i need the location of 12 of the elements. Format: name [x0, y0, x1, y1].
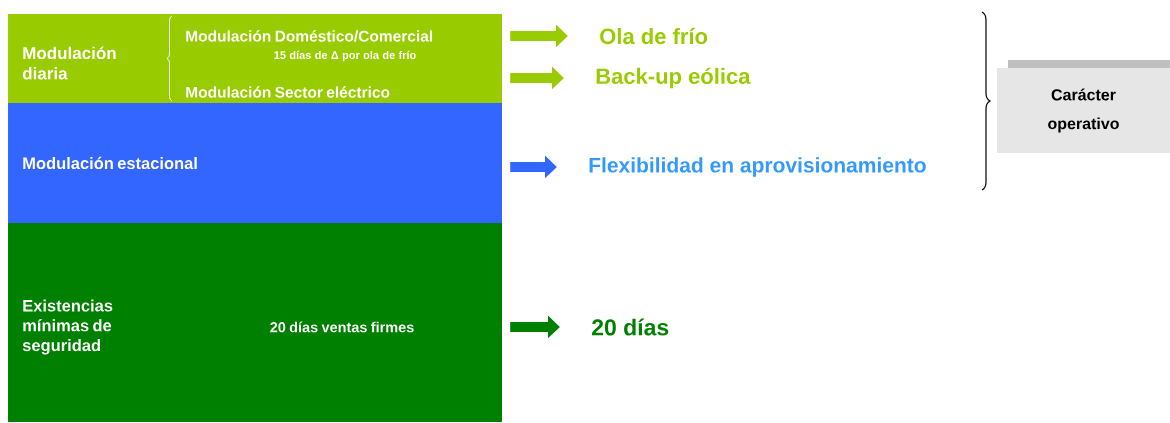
result-label: 20 días: [592, 318, 669, 336]
result-label: Ola de frío: [600, 27, 708, 45]
band: Modulación diaria Modulación Doméstico/Comercial 15 días de Δ por ola de frío Modulación Sector eléctrico: [8, 14, 502, 103]
label-box: Carácter operativo: [997, 60, 1170, 153]
node-label: Modulación diaria: [22, 46, 116, 80]
node-label: Modulación Doméstico/Comercial: [186, 30, 433, 42]
band: Existencias mínimas de seguridad 20 días ventas firmes: [8, 223, 502, 422]
node-label: Modulación Sector eléctrico: [186, 86, 390, 98]
result-label: Flexibilidad en aprovisionamiento: [589, 157, 926, 177]
band: Modulación estacional: [8, 103, 502, 223]
result-label: Back-up eólica: [596, 67, 751, 89]
node-label: 15 días de Δ por ola de frío: [274, 50, 416, 62]
